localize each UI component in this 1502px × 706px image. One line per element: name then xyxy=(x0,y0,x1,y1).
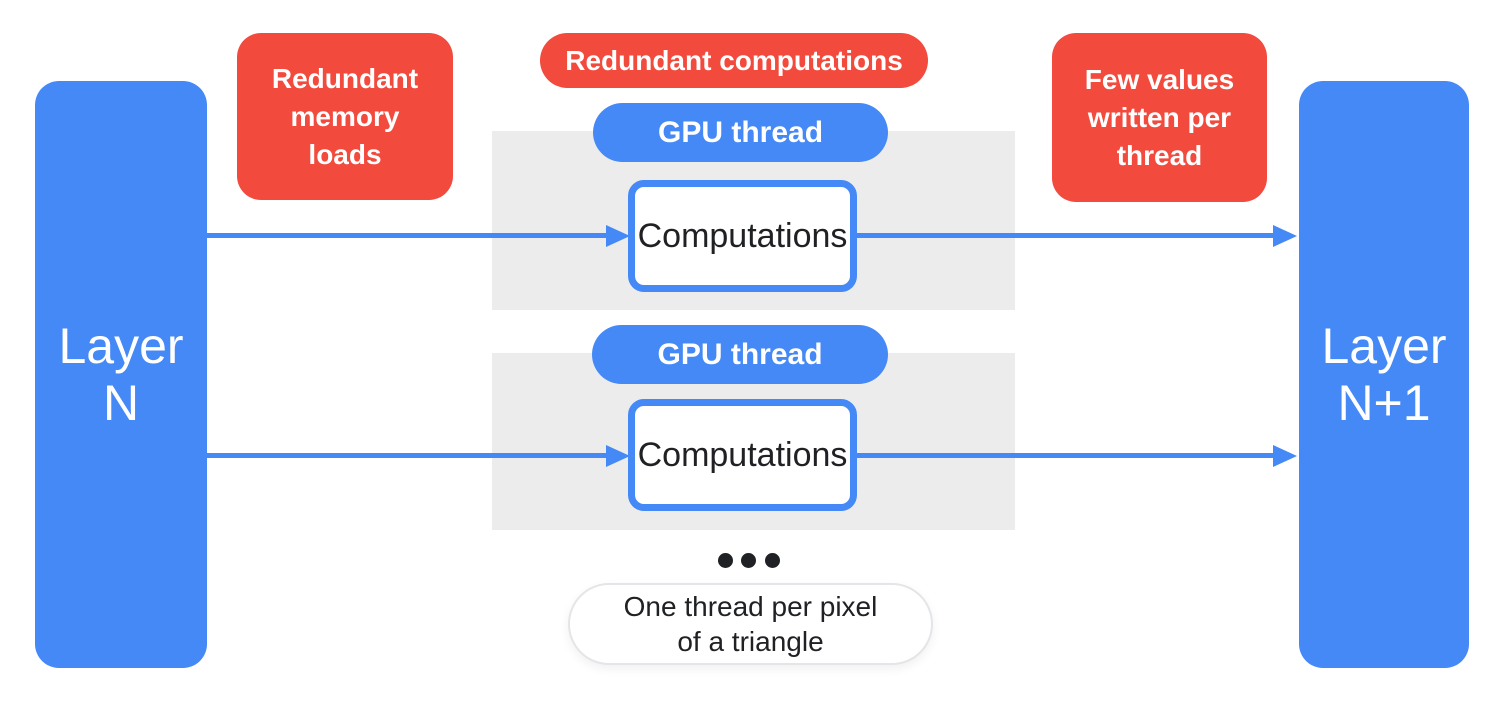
gpu-thread-pill-2: GPU thread xyxy=(592,325,888,384)
layer-n-label-line2: N xyxy=(102,374,140,431)
layer-n-label-line1: Layer xyxy=(58,317,184,374)
computations-box-2: Computations xyxy=(628,399,857,511)
ellipsis-dot-1 xyxy=(718,553,733,568)
layer-n-plus-1-box: Layer N+1 xyxy=(1299,81,1469,668)
layer-n-plus-1-label-line2: N+1 xyxy=(1337,374,1431,431)
caption-line1: One thread per pixel xyxy=(623,591,878,622)
gpu-thread-pill-1: GPU thread xyxy=(593,103,888,162)
arrow-1-right-segment xyxy=(855,233,1275,238)
arrow-2-left-segment xyxy=(207,453,607,458)
layer-n-plus-1-label-line1: Layer xyxy=(1321,317,1447,374)
arrow-2-right-segment xyxy=(855,453,1275,458)
arrowhead-1-into-computations-icon xyxy=(606,225,630,247)
layer-n-box: Layer N xyxy=(35,81,207,668)
computations-label-1: Computations xyxy=(637,216,848,255)
arrowhead-2-into-layer-icon xyxy=(1273,445,1297,467)
computations-label-2: Computations xyxy=(637,435,848,474)
arrowhead-1-into-layer-icon xyxy=(1273,225,1297,247)
badge-few-values-written: Few values written per thread xyxy=(1052,33,1267,202)
ellipsis-dot-2 xyxy=(741,553,756,568)
caption-line2: of a triangle xyxy=(677,626,824,657)
badge-redundant-computations: Redundant computations xyxy=(540,33,928,88)
arrowhead-2-into-computations-icon xyxy=(606,445,630,467)
caption-one-thread-per-pixel: One thread per pixel of a triangle xyxy=(568,583,933,665)
computations-box-1: Computations xyxy=(628,180,857,292)
ellipsis-dot-3 xyxy=(765,553,780,568)
badge-redundant-memory-loads: Redundant memory loads xyxy=(237,33,453,200)
arrow-1-left-segment xyxy=(207,233,607,238)
